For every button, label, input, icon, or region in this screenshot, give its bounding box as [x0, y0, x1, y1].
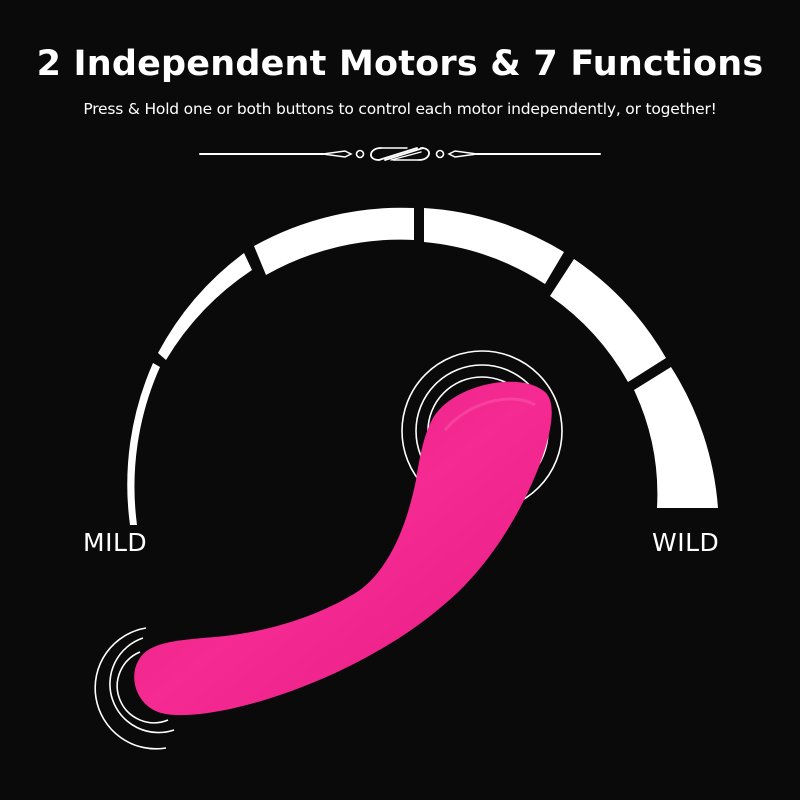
gauge-segment-1 — [127, 363, 160, 525]
gauge-segment-2 — [158, 253, 252, 360]
gauge-segment-6 — [634, 367, 718, 508]
gauge-max-label: WILD — [652, 528, 720, 557]
gauge-segment-4 — [424, 208, 564, 284]
gauge-segment-3 — [254, 207, 414, 275]
gauge-segments — [127, 207, 718, 525]
gauge-min-label: MILD — [83, 528, 148, 557]
page-subtitle: Press & Hold one or both buttons to cont… — [83, 100, 717, 118]
page-title: 2 Independent Motors & 7 Functions — [36, 44, 764, 84]
product-body — [134, 381, 552, 716]
ornamental-divider-icon — [199, 147, 601, 161]
gauge-segment-5 — [550, 259, 666, 382]
vibration-rings-icon — [94, 627, 175, 750]
